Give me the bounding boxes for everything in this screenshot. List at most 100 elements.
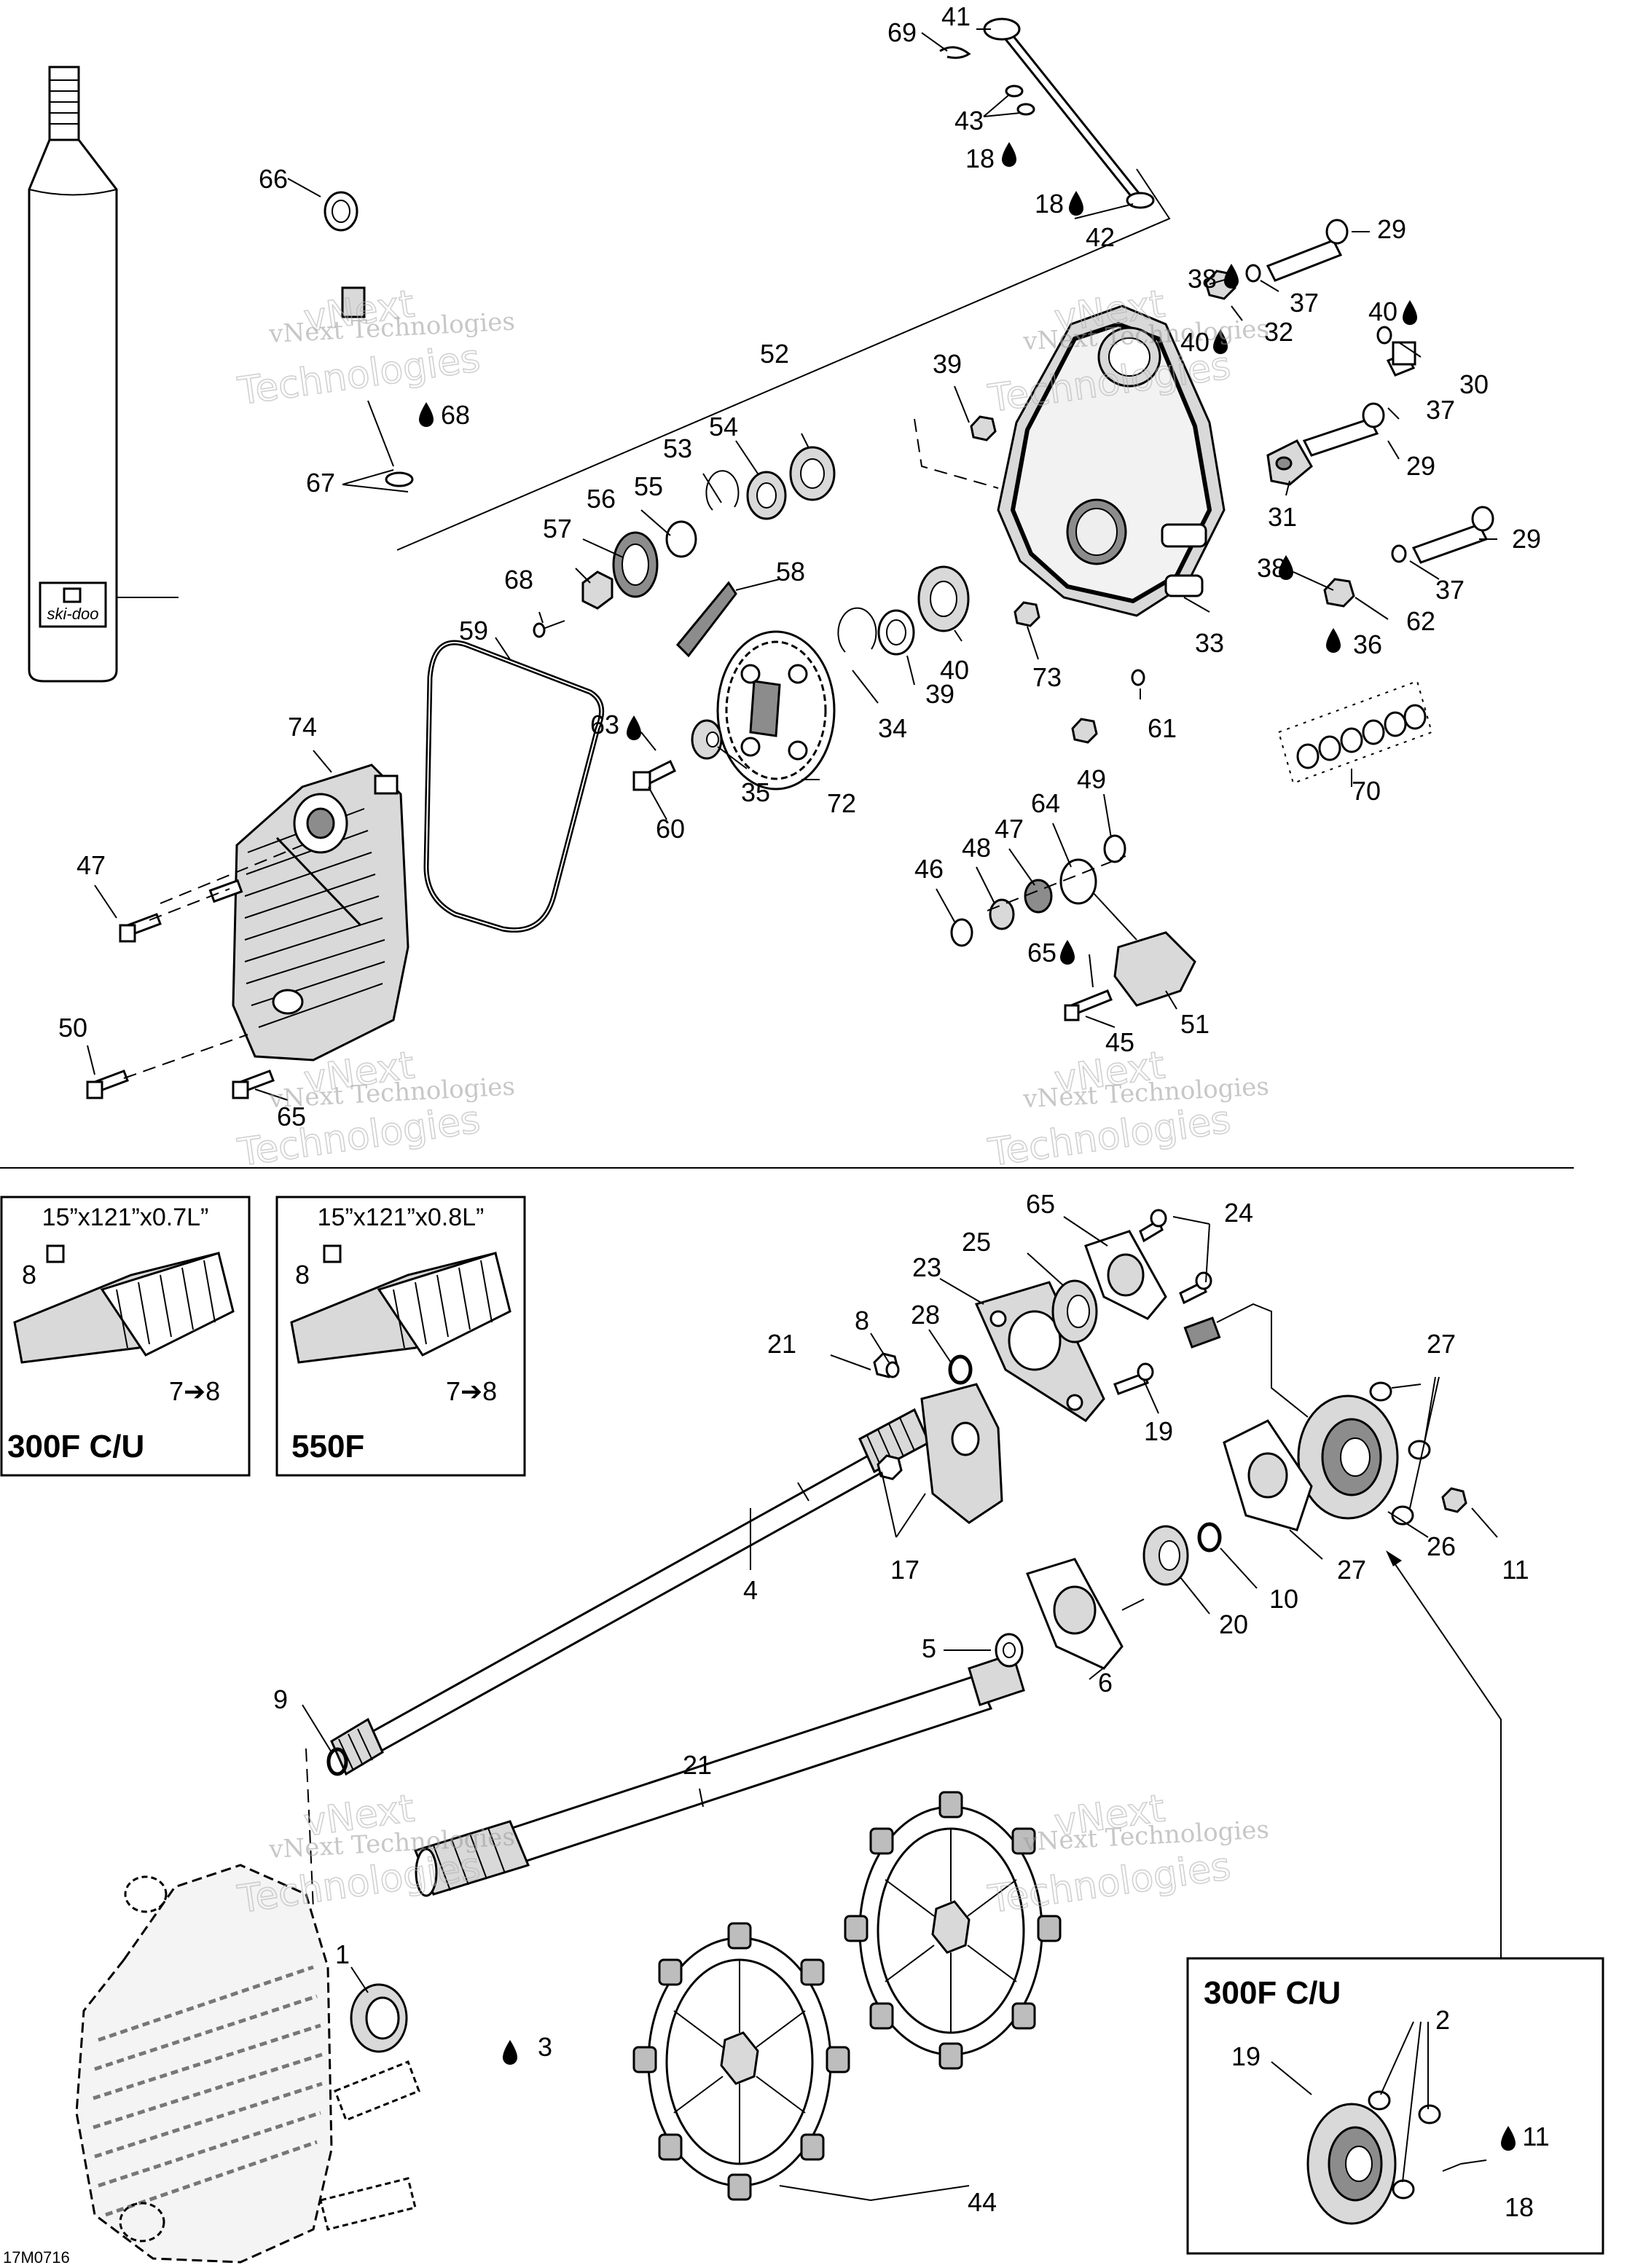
part-label: 27 — [1337, 1555, 1366, 1585]
part-label: 68 — [441, 400, 470, 430]
part-label: 25 — [962, 1227, 991, 1257]
detail-bearing-housing — [1306, 2090, 1462, 2225]
part-label: 57 — [543, 514, 572, 544]
seal-3 — [350, 1983, 408, 2053]
part-label: 46 — [914, 854, 944, 884]
track-box-1-text: 15”x121”x0.7L” 8 7➔8 300F C/U — [7, 1204, 220, 1464]
oil-drop-icon — [627, 715, 641, 740]
oil-drop-icon — [503, 2040, 517, 2065]
bolts-25-26 — [1113, 1209, 1212, 1395]
o-ring-21-upper — [948, 1354, 973, 1385]
track-drawing-1 — [13, 1244, 235, 1364]
part-label: 32 — [1264, 317, 1293, 347]
part-label: 39 — [925, 679, 954, 709]
part-label: 50 — [58, 1013, 87, 1043]
track-box-model: 550F — [291, 1429, 364, 1464]
part-label: 2 — [1435, 2005, 1450, 2035]
part-label: 24 — [1224, 1198, 1253, 1228]
detail-box — [1186, 1957, 1604, 2255]
part-label: 18 — [1035, 189, 1064, 219]
part-label: 69 — [887, 17, 917, 47]
part-label: 59 — [459, 616, 488, 646]
detail-arrow — [1391, 1558, 1502, 1958]
part-label: 66 — [259, 164, 288, 194]
part-label: 35 — [741, 777, 770, 807]
oil-drop-icon — [1501, 2126, 1516, 2151]
oil-drop-icon — [1326, 628, 1341, 653]
part-label: 74 — [288, 712, 317, 742]
part-label: 37 — [1426, 395, 1455, 425]
part-label: 28 — [911, 1300, 940, 1330]
track-box-2 — [275, 1196, 526, 1477]
oil-drop-icon — [1002, 142, 1016, 167]
cover-guide-lines — [123, 844, 303, 1079]
phantom-chaincase — [75, 1748, 420, 2264]
drive-axle-assembly — [0, 1196, 1604, 2264]
part-label: 10 — [1269, 1584, 1298, 1614]
part-label: 65 — [277, 1102, 306, 1131]
part-label: 73 — [1032, 662, 1062, 692]
part-label: 26 — [1427, 1531, 1456, 1561]
part-label: 51 — [1180, 1009, 1210, 1039]
drive-sprocket-b — [844, 1791, 1062, 2070]
part-label: 20 — [1219, 1609, 1248, 1639]
part-label: 17 — [890, 1555, 920, 1585]
oil-bottle: ski-doo — [28, 66, 118, 683]
part-label: 52 — [760, 339, 789, 369]
part-label: 36 — [1353, 629, 1382, 659]
part-label: 11 — [1502, 1555, 1529, 1585]
washer-6 — [995, 1633, 1024, 1668]
part-label: 18 — [965, 144, 995, 173]
adjuster-bolt — [983, 17, 1155, 209]
part-label: 54 — [709, 412, 738, 442]
part-label: 70 — [1352, 776, 1381, 806]
chaincase-housing — [997, 305, 1226, 617]
part-label: 65 — [1026, 1189, 1055, 1219]
part-label: 44 — [968, 2187, 997, 2217]
chaincase-cover — [232, 764, 409, 1062]
bolts-29-30 — [1266, 219, 1494, 564]
part-label: 21 — [767, 1329, 796, 1359]
spacer-72 — [691, 719, 723, 760]
oil-drop-icon — [1403, 300, 1417, 325]
part-label: 40 — [1180, 327, 1210, 357]
oil-drop-icon — [1069, 191, 1083, 216]
bearing-23 — [1051, 1279, 1098, 1343]
drawing-code: 17M0716 — [3, 2248, 70, 2267]
part-label: 34 — [878, 713, 907, 743]
leader-lines — [87, 28, 1498, 2201]
track-box-1 — [0, 1196, 251, 1477]
part-label: 37 — [1290, 288, 1319, 318]
part-label: 42 — [1086, 222, 1115, 252]
part-label: 47 — [77, 850, 106, 880]
part-label: 29 — [1377, 214, 1406, 244]
part-label: 49 — [1077, 764, 1106, 794]
part-label: 18 — [1505, 2192, 1534, 2222]
watermark-big: Technologies — [985, 1098, 1233, 1175]
part-label: 23 — [912, 1252, 941, 1282]
part-label: 61 — [1148, 713, 1177, 743]
part-label: 40 — [940, 655, 969, 685]
track-box-2-text: 15”x121”x0.8L” 8 7➔8 550F — [291, 1204, 497, 1464]
dipstick — [324, 191, 414, 487]
speed-sensor — [1183, 1303, 1309, 1418]
track-box-dimensions: 15”x121”x0.8L” — [318, 1204, 485, 1231]
track-box-label-bottom: 7➔8 — [446, 1376, 497, 1406]
part-label: 62 — [1406, 606, 1435, 636]
part-label: 21 — [683, 1750, 712, 1780]
upper-sprocket — [533, 531, 659, 638]
oil-drop-icon — [1213, 329, 1228, 354]
bracket-27 — [873, 1352, 1003, 1524]
part-label: 63 — [590, 710, 619, 739]
oil-drop-icon — [1279, 555, 1293, 580]
shims-35 — [1277, 680, 1433, 785]
track-box-dimensions: 15”x121”x0.7L” — [42, 1204, 209, 1231]
driven-shaft-20 — [330, 1408, 930, 1776]
part-label: 53 — [663, 433, 692, 463]
part-label: 11 — [1522, 2122, 1549, 2151]
part-label: 47 — [995, 814, 1024, 844]
part-label: 41 — [941, 1, 971, 31]
part-label: 38 — [1188, 264, 1217, 294]
oil-drop-icon — [1224, 264, 1239, 289]
tensioner-31 — [1266, 439, 1313, 486]
